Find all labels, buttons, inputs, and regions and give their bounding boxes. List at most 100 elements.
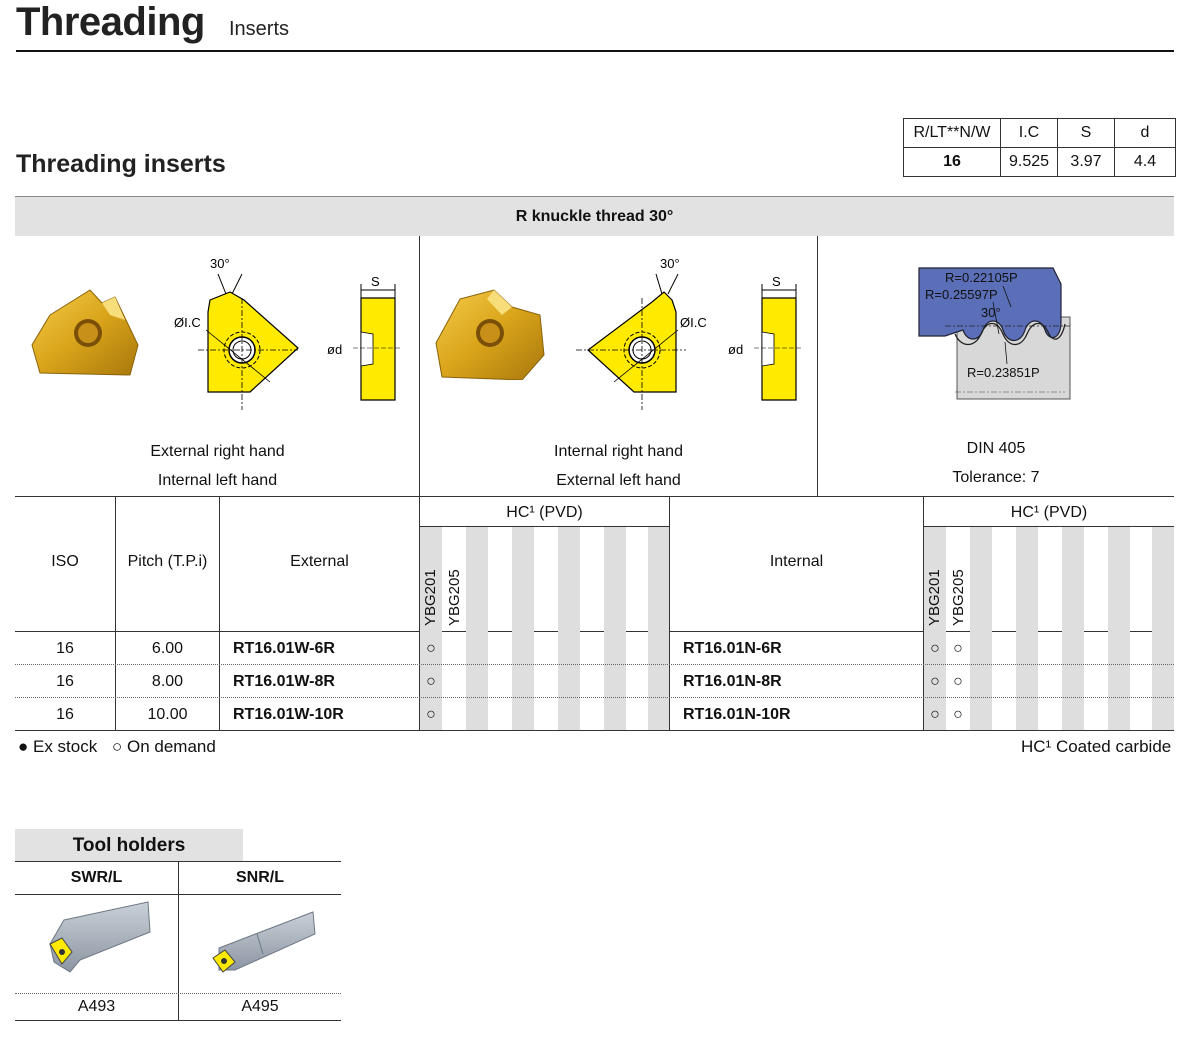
grade-label: YBG201 [422, 569, 439, 626]
internal-code[interactable]: RT16.01N-8R [683, 673, 782, 690]
pitch-cell: 8.00 [151, 673, 184, 690]
tool-name: SWR/L [70, 869, 123, 886]
tool-divider [178, 861, 179, 1021]
external-code[interactable]: RT16.01W-8R [233, 673, 335, 690]
d-label: ød [327, 342, 342, 357]
availability-mark: ○ [930, 673, 940, 690]
divider [419, 236, 420, 496]
caption-line: Tolerance: 7 [952, 469, 1040, 486]
col-header-internal: Internal [769, 553, 824, 570]
row-separator [15, 664, 1174, 665]
insert-photo-internal [435, 289, 545, 380]
availability-mark: ○ [426, 673, 436, 690]
panel-caption-internal: Internal right hand External left hand [420, 437, 817, 495]
spec-header: S [1057, 118, 1115, 148]
availability-mark: ○ [953, 673, 963, 690]
grade-stripe [1152, 527, 1174, 730]
spec-value: 4.4 [1114, 147, 1176, 177]
s-label: S [371, 274, 380, 289]
internal-code[interactable]: RT16.01N-10R [683, 706, 791, 723]
tool-page-ref[interactable]: A495 [241, 998, 279, 1015]
table-header-rule [15, 631, 1174, 632]
angle-label: 30° [981, 305, 1001, 320]
table-bottom-rule [15, 730, 1174, 731]
col-divider [419, 496, 420, 730]
tool-image-swr[interactable] [40, 900, 155, 985]
page-subtitle: Inserts [229, 18, 290, 40]
spec-header: d [1114, 118, 1176, 148]
caption-line: External right hand [150, 443, 285, 460]
caption-line: DIN 405 [966, 440, 1026, 457]
tool-name: SNR/L [236, 869, 284, 886]
caption-line: External left hand [556, 472, 681, 489]
iso-cell: 16 [56, 673, 74, 690]
grade-label: YBG205 [446, 569, 463, 626]
grade-label: YBG201 [926, 569, 943, 626]
legend-ex-stock: ● Ex stock [18, 737, 98, 756]
grade-stripe [420, 527, 442, 730]
tool-rule [15, 894, 341, 895]
grade-stripe [1108, 527, 1130, 730]
internal-code[interactable]: RT16.01N-6R [683, 640, 782, 657]
spec-table: R/LT**N/W I.C S d 16 9.525 3.97 4.4 [903, 118, 1176, 177]
col-divider [923, 496, 924, 730]
insert-drawing-external: 30° ØI.C [174, 256, 299, 410]
page-title: Threading [16, 0, 205, 44]
ic-label: ØI.C [174, 315, 201, 330]
pitch-cell: 10.00 [147, 706, 188, 723]
availability-mark: ○ [426, 640, 436, 657]
grade-stripe [558, 527, 580, 730]
grade-stripe [1016, 527, 1038, 730]
caption-line: Internal left hand [157, 472, 278, 489]
legend-coated: HC¹ Coated carbide [1021, 737, 1172, 756]
header-rule [16, 50, 1174, 52]
spec-value: 9.525 [1000, 147, 1058, 177]
availability-mark: ○ [426, 706, 436, 723]
availability-mark: ○ [930, 640, 940, 657]
tool-page-ref[interactable]: A493 [77, 998, 116, 1015]
tool-image-snr[interactable] [205, 908, 320, 978]
insert-drawing-internal: 30° ØI.C [576, 256, 707, 410]
group-header-ext: HC¹ (PVD) [506, 504, 583, 521]
col-header-iso: ISO [51, 553, 79, 570]
row-separator [15, 697, 1174, 698]
grade-stripe [1062, 527, 1084, 730]
availability-mark: ○ [953, 706, 963, 723]
panel-caption-external: External right hand Internal left hand [16, 437, 419, 495]
grade-stripe [970, 527, 992, 730]
col-divider [115, 496, 116, 730]
tool-holders-title: Tool holders [15, 829, 243, 861]
radius-label: R=0.25597P [925, 287, 998, 302]
grade-label: YBG205 [950, 569, 967, 626]
thread-profile-drawing: R=0.22105P R=0.25597P 30° R=0.23851P [918, 267, 1071, 400]
external-code[interactable]: RT16.01W-10R [233, 706, 344, 723]
section-title: Threading inserts [16, 150, 226, 178]
spec-header: I.C [1000, 118, 1058, 148]
grade-stripe [512, 527, 534, 730]
spec-value: 16 [903, 147, 1001, 177]
external-code[interactable]: RT16.01W-6R [233, 640, 335, 657]
angle-label: 30° [660, 256, 680, 271]
pitch-cell: 6.00 [151, 640, 184, 657]
grade-stripe [648, 527, 669, 730]
divider [817, 236, 818, 496]
group-rule [420, 526, 669, 527]
d-label: ød [728, 342, 743, 357]
col-divider [219, 496, 220, 730]
insert-photo-external [31, 289, 139, 376]
radius-label: R=0.22105P [945, 270, 1018, 285]
tool-dotted-rule [15, 993, 341, 994]
insert-side-internal: S ød [728, 274, 802, 401]
iso-cell: 16 [56, 706, 74, 723]
s-label: S [772, 274, 781, 289]
iso-cell: 16 [56, 640, 74, 657]
angle-label: 30° [210, 256, 230, 271]
col-divider [669, 496, 670, 730]
table-top-rule [15, 496, 1174, 497]
ic-label: ØI.C [680, 315, 707, 330]
grade-stripe [466, 527, 488, 730]
col-header-pitch: Pitch (T.P.i) [127, 553, 208, 570]
radius-label: R=0.23851P [967, 365, 1040, 380]
thread-type-band: R knuckle thread 30° [15, 196, 1174, 236]
insert-side-external: S ød [327, 274, 401, 401]
